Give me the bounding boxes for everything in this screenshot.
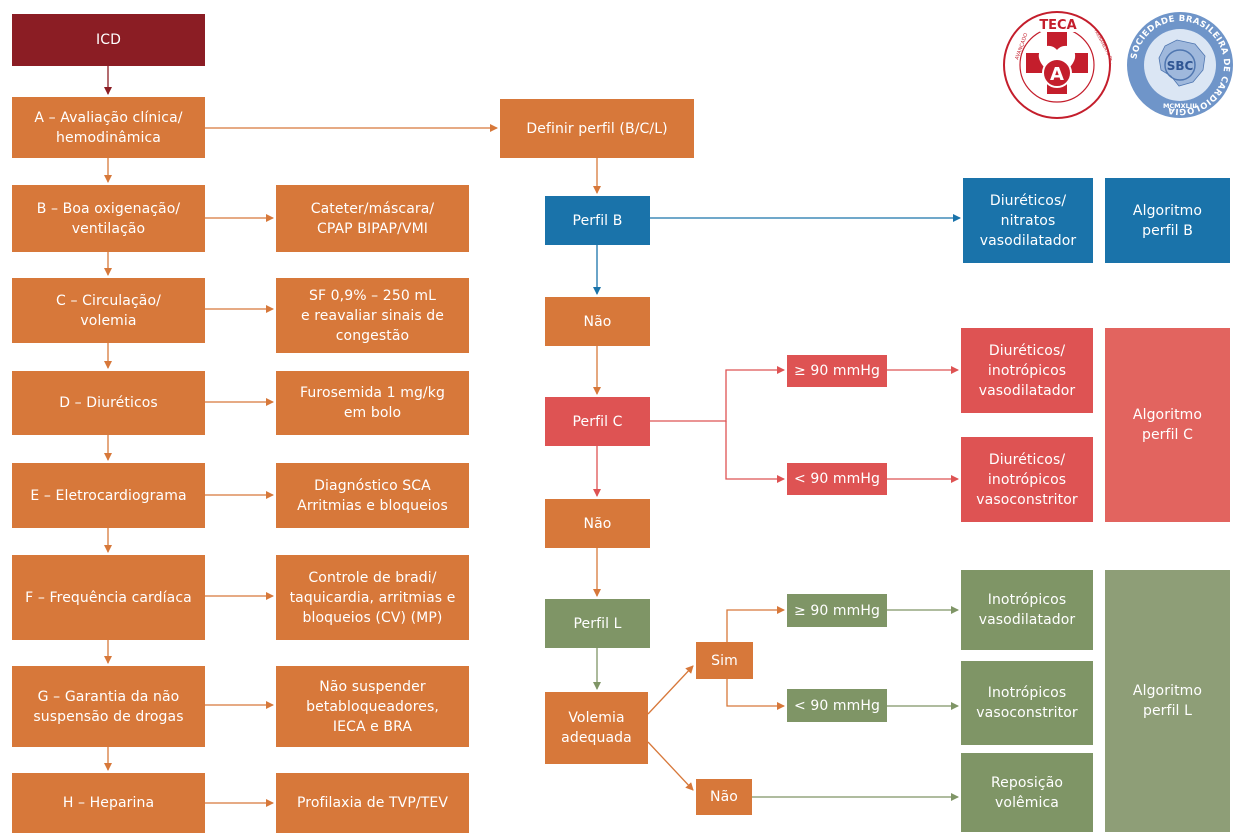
action-d-box: Furosemida 1 mg/kg em bolo (276, 371, 469, 435)
perfil-c-low-pressure-box: < 90 mmHg (787, 463, 887, 495)
step-e-box: E – Eletrocardiograma (12, 463, 205, 528)
arrow-sim-low (726, 679, 785, 710)
perfil-l-box: Perfil L (545, 599, 650, 648)
arrow-volemia-nao (647, 741, 694, 791)
step-h-box: H – Heparina (12, 773, 205, 833)
algorithm-l-box: Algoritmo perfil L (1105, 570, 1230, 832)
step-a-box: A – Avaliação clínica/ hemodinâmica (12, 97, 205, 158)
nao-3-box: Não (696, 779, 752, 815)
perfil-l-low-treatment-box: Inotrópicos vasoconstritor (961, 661, 1093, 745)
arrow-perfilc-branch-low (725, 421, 785, 483)
sbc-year: MCMXLIII (1163, 102, 1197, 110)
action-f-box: Controle de bradi/ taquicardia, arritmia… (276, 555, 469, 640)
action-c-box: SF 0,9% – 250 mL e reavaliar sinais de c… (276, 278, 469, 353)
perfil-b-treatment-box: Diuréticos/ nitratos vasodilatador (963, 178, 1093, 263)
step-b-box: B – Boa oxigenação/ ventilação (12, 185, 205, 252)
sim-box: Sim (696, 642, 753, 679)
nao-2-box: Não (545, 499, 650, 548)
action-h-box: Profilaxia de TVP/TEV (276, 773, 469, 833)
arrow-volemia-sim (647, 665, 694, 715)
action-g-box: Não suspender betabloqueadores, IECA e B… (276, 666, 469, 747)
perfil-b-box: Perfil B (545, 196, 650, 245)
sbc-logo: SOCIEDADE BRASILEIRA DE CARDIOLOGIA SBC … (1127, 12, 1233, 118)
teca-letter: A (1050, 64, 1064, 85)
nao-1-box: Não (545, 297, 650, 346)
arrow-perfilc-branch (650, 366, 785, 422)
perfil-c-low-treatment-box: Diuréticos/ inotrópicos vasoconstritor (961, 437, 1093, 522)
step-f-box: F – Frequência cardíaca (12, 555, 205, 640)
perfil-l-high-treatment-box: Inotrópicos vasodilatador (961, 570, 1093, 650)
perfil-l-no-treatment-box: Reposição volêmica (961, 753, 1093, 832)
step-c-box: C – Circulação/ volemia (12, 278, 205, 343)
algorithm-c-box: Algoritmo perfil C (1105, 328, 1230, 522)
teca-name: TECA (1039, 18, 1076, 33)
step-g-box: G – Garantia da não suspensão de drogas (12, 666, 205, 747)
step-d-box: D – Diuréticos (12, 371, 205, 435)
perfil-c-box: Perfil C (545, 397, 650, 446)
arrow-sim-high (726, 606, 785, 642)
perfil-l-low-pressure-box: < 90 mmHg (787, 689, 887, 722)
action-e-box: Diagnóstico SCA Arritmias e bloqueios (276, 463, 469, 528)
perfil-l-high-pressure-box: ≥ 90 mmHg (787, 594, 887, 627)
icd-box: ICD (12, 14, 205, 66)
teca-logo: A TECA AVANÇADO TREINAMENTO DE EMERGÊNCI… (1003, 11, 1112, 120)
perfil-c-high-treatment-box: Diuréticos/ inotrópicos vasodilatador (961, 328, 1093, 413)
action-b-box: Cateter/máscara/ CPAP BIPAP/VMI (276, 185, 469, 252)
sbc-letters: SBC (1167, 59, 1194, 73)
algorithm-b-box: Algoritmo perfil B (1105, 178, 1230, 263)
define-profile-box: Definir perfil (B/C/L) (500, 99, 694, 158)
volemia-box: Volemia adequada (545, 692, 648, 764)
perfil-c-high-pressure-box: ≥ 90 mmHg (787, 355, 887, 387)
